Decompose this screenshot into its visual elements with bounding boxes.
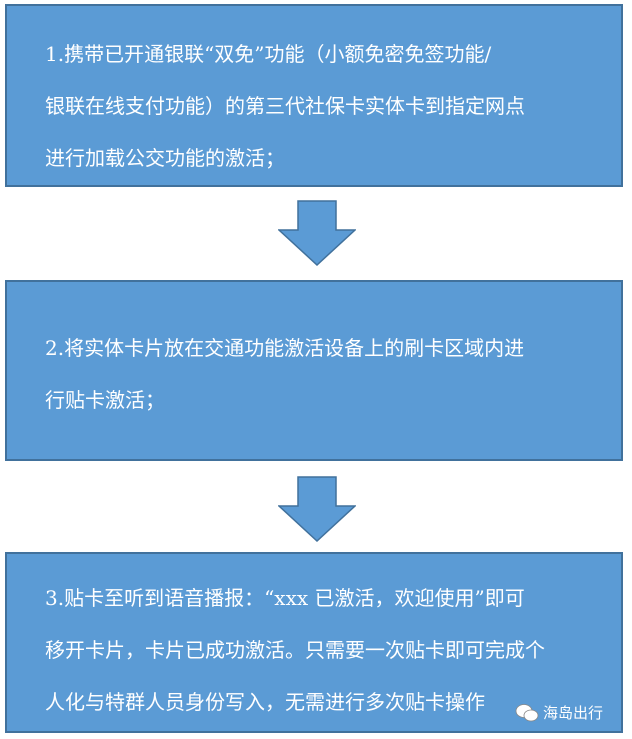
step-3-line-2: 移开卡片，卡片已成功激活。只需要一次贴卡即可完成个 [45, 638, 545, 662]
step-3-line-3: 人化与特群人员身份写入，无需进行多次贴卡操作 [45, 690, 485, 714]
wechat-icon [515, 703, 539, 721]
step-2-line-2: 行贴卡激活； [45, 388, 165, 412]
watermark: 海岛出行 [515, 702, 603, 723]
watermark-text: 海岛出行 [542, 704, 603, 722]
step-3-line-1: 3.贴卡至听到语音播报：“xxx 已激活，欢迎使用”即可 [45, 586, 525, 610]
down-arrow-icon [278, 476, 356, 542]
step-2-line-1: 2.将实体卡片放在交通功能激活设备上的刷卡区域内进 [45, 336, 525, 360]
down-arrow-icon [278, 200, 356, 266]
step-1-box: 1.携带已开通银联“双免”功能（小额免密免签功能/ 银联在线支付功能）的第三代社… [5, 4, 623, 187]
step-2-box: 2.将实体卡片放在交通功能激活设备上的刷卡区域内进 行贴卡激活； [5, 280, 623, 461]
step-1-line-3: 进行加载公交功能的激活； [45, 146, 285, 170]
step-3-box: 3.贴卡至听到语音播报：“xxx 已激活，欢迎使用”即可 移开卡片，卡片已成功激… [5, 552, 623, 733]
step-1-line-1: 1.携带已开通银联“双免”功能（小额免密免签功能/ [45, 42, 492, 66]
step-1-line-2: 银联在线支付功能）的第三代社保卡实体卡到指定网点 [45, 94, 525, 118]
